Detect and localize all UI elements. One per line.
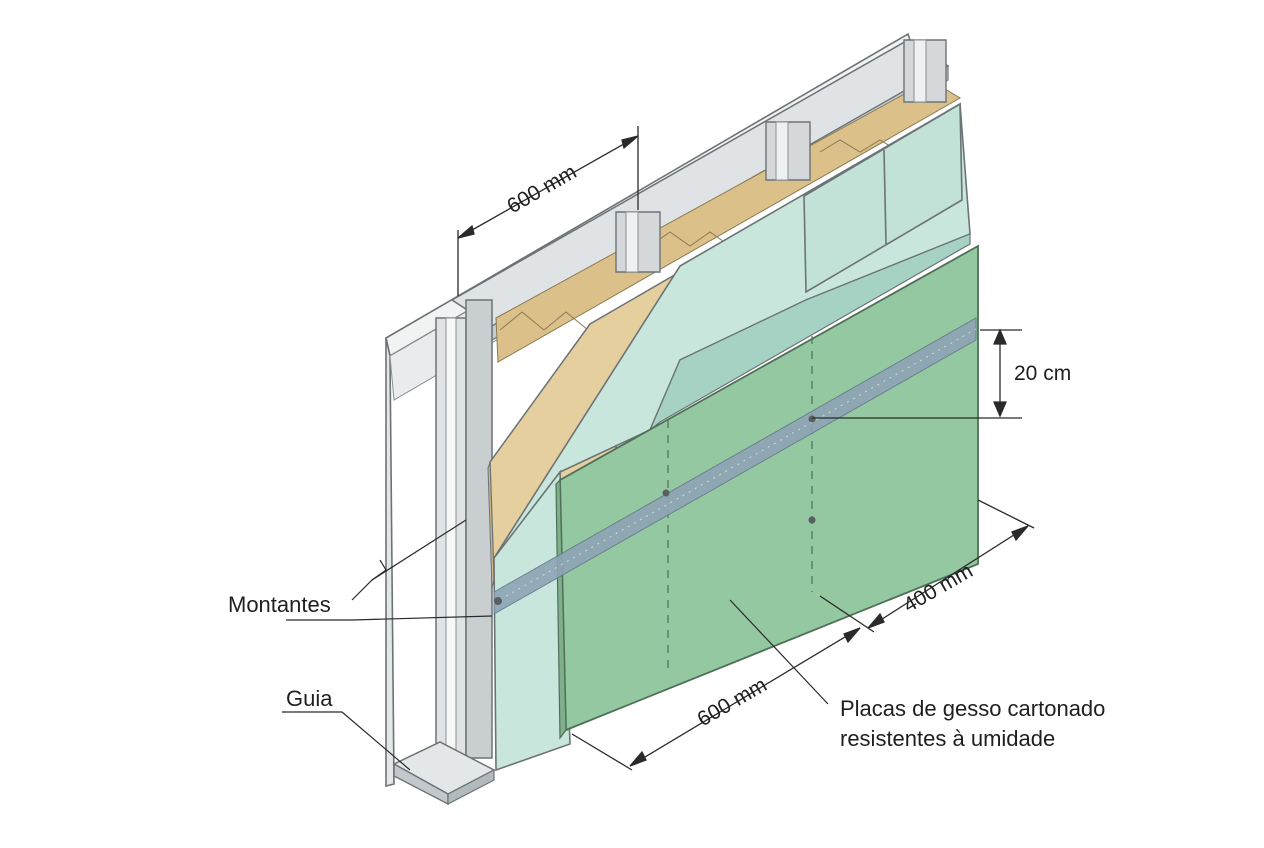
callout-leaders bbox=[282, 519, 829, 771]
screw-points bbox=[494, 415, 816, 605]
placas-label-line2: resistentes à umidade bbox=[840, 726, 1055, 751]
steel-studs bbox=[435, 39, 947, 759]
placas-label-line1: Placas de gesso cartonado bbox=[840, 696, 1105, 721]
joint-tape-band bbox=[493, 317, 977, 615]
dimension-lines bbox=[457, 126, 1035, 771]
bottom-guide-track bbox=[392, 741, 496, 806]
middle-gypsum-board bbox=[492, 102, 971, 772]
dim-bottom-left-label: 600 mm bbox=[694, 673, 771, 731]
dim-vertical-label: 20 cm bbox=[1014, 362, 1071, 385]
guia-label: Guia bbox=[286, 686, 333, 711]
dim-top-label: 600 mm bbox=[503, 160, 580, 218]
front-green-board bbox=[555, 244, 979, 740]
montantes-label: Montantes bbox=[228, 592, 331, 617]
